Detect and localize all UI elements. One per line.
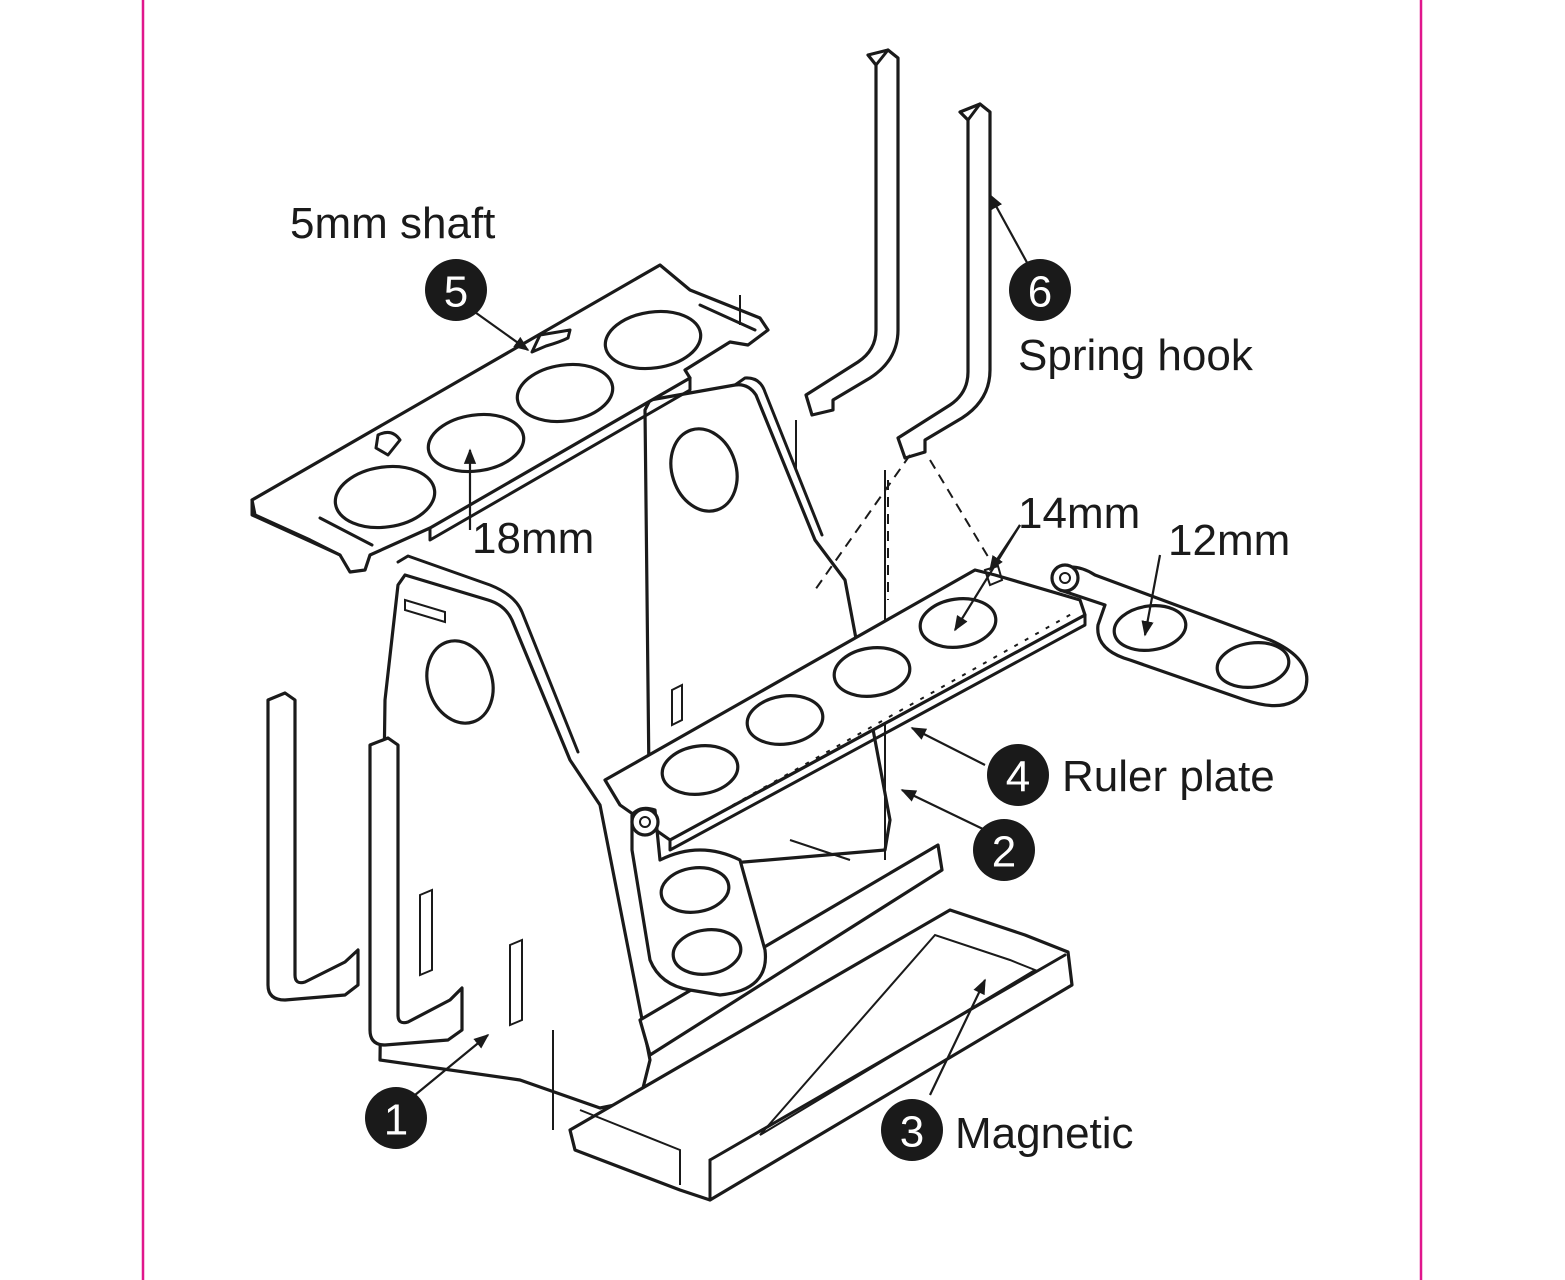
swing-arm-front bbox=[630, 806, 768, 997]
side-hook-inner bbox=[368, 736, 464, 1047]
spring-hook-right bbox=[814, 102, 992, 600]
badge-4: 4 bbox=[987, 744, 1049, 806]
ruler-plate bbox=[603, 564, 1087, 852]
label-12mm: 12mm bbox=[1168, 516, 1290, 565]
swing-arm-right bbox=[1050, 563, 1309, 708]
badge-5: 5 bbox=[425, 259, 487, 321]
svg-text:4: 4 bbox=[1006, 753, 1030, 802]
leader-lines bbox=[414, 193, 1162, 1096]
base-tray bbox=[568, 839, 1074, 1202]
side-hook-outer bbox=[266, 691, 360, 1002]
label-ruler-plate: Ruler plate bbox=[1062, 752, 1275, 801]
svg-text:6: 6 bbox=[1028, 268, 1052, 317]
badge-2: 2 bbox=[973, 819, 1035, 881]
spring-hook-left bbox=[795, 48, 900, 470]
label-5mm-shaft: 5mm shaft bbox=[290, 199, 495, 248]
front-side-panel bbox=[378, 554, 652, 1130]
label-spring-hook: Spring hook bbox=[1018, 331, 1254, 380]
badge-3: 3 bbox=[881, 1099, 943, 1161]
label-18mm: 18mm bbox=[472, 514, 594, 563]
label-magnetic: Magnetic bbox=[955, 1109, 1134, 1158]
label-14mm: 14mm bbox=[1018, 489, 1140, 538]
svg-text:1: 1 bbox=[384, 1096, 408, 1145]
svg-text:3: 3 bbox=[900, 1108, 924, 1157]
badge-6: 6 bbox=[1009, 259, 1071, 321]
svg-text:2: 2 bbox=[992, 828, 1016, 877]
top-plate bbox=[250, 263, 770, 574]
svg-text:5: 5 bbox=[444, 268, 468, 317]
badge-1: 1 bbox=[365, 1087, 427, 1149]
